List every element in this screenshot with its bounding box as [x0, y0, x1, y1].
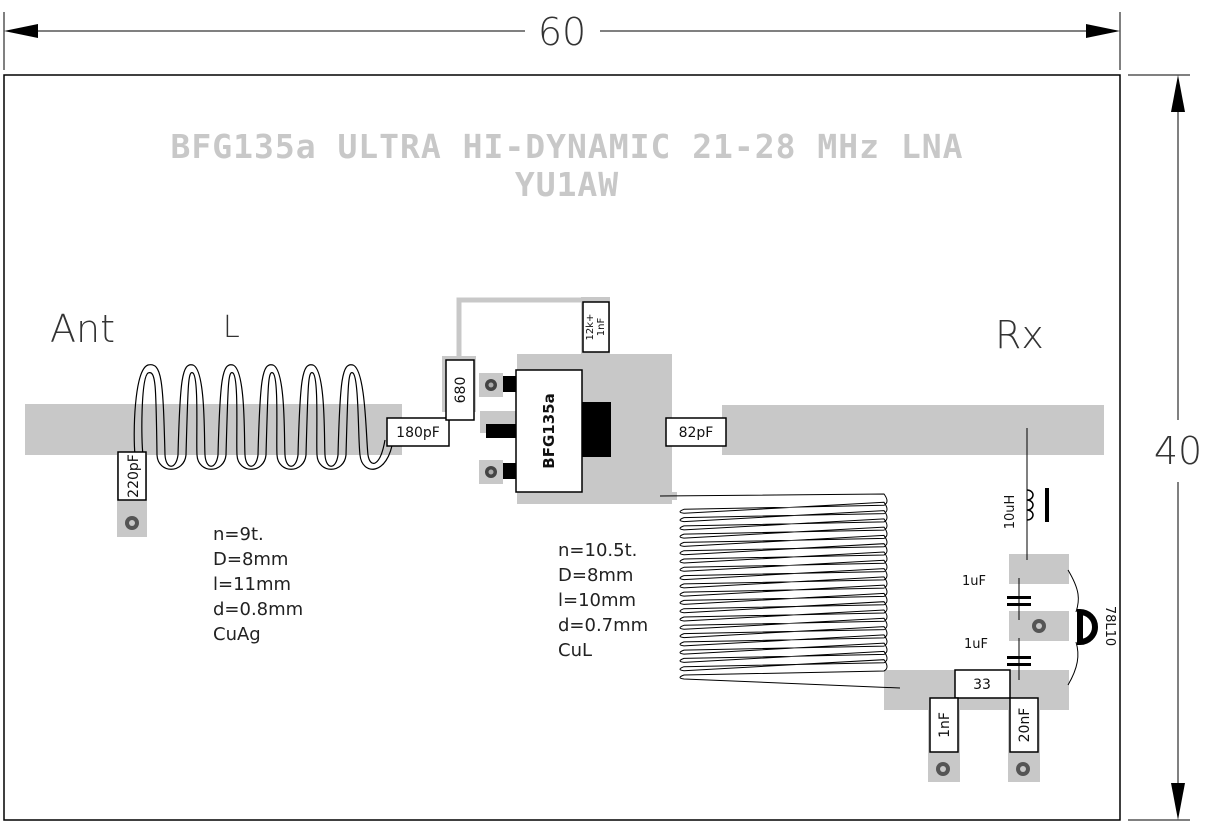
- svg-text:n=10.5t.: n=10.5t.: [558, 540, 637, 561]
- coil-right-notes: n=10.5t. D=8mm l=10mm d=0.7mm CuL: [558, 540, 648, 661]
- regulator-78l10: 78L10: [1067, 569, 1117, 686]
- svg-text:1uF: 1uF: [964, 637, 988, 652]
- output-coil: [659, 493, 901, 689]
- svg-text:33: 33: [973, 677, 991, 693]
- inductor-label: L: [223, 310, 240, 345]
- reg-pad-in: [1009, 554, 1069, 584]
- feedback-trace: [456, 297, 585, 360]
- capacitor-1nf: 1nF: [929, 697, 959, 753]
- resistor-680: 680: [445, 359, 475, 421]
- svg-text:BFG135a: BFG135a: [540, 393, 558, 468]
- svg-text:n=9t.: n=9t.: [213, 524, 264, 545]
- title-line2: YU1AW: [515, 165, 619, 204]
- inductor-10uh: 10uH: [1003, 428, 1049, 560]
- capacitor-82pf: 82pF: [665, 417, 727, 447]
- svg-text:d=0.8mm: d=0.8mm: [213, 599, 303, 620]
- svg-text:220pF: 220pF: [126, 454, 142, 498]
- height-dimension: 40: [1128, 74, 1202, 821]
- width-dimension: 60: [3, 10, 1121, 70]
- width-value: 60: [538, 10, 586, 54]
- coil-left-notes: n=9t. D=8mm l=11mm d=0.8mm CuAg: [213, 524, 303, 645]
- svg-text:82pF: 82pF: [679, 425, 714, 441]
- svg-text:CuL: CuL: [558, 640, 592, 661]
- svg-text:l=11mm: l=11mm: [213, 574, 291, 595]
- receiver-label: Rx: [995, 313, 1044, 357]
- resistor-33: 33: [954, 669, 1011, 699]
- svg-text:12k+: 12k+: [585, 314, 596, 341]
- svg-text:D=8mm: D=8mm: [213, 549, 288, 570]
- svg-text:78L10: 78L10: [1102, 606, 1117, 646]
- svg-text:20nF: 20nF: [1017, 708, 1033, 743]
- rc-12k-1nf: 12k+ 1nF: [582, 301, 610, 353]
- capacitor-180pf: 180pF: [386, 417, 450, 447]
- svg-text:10uH: 10uH: [1003, 495, 1018, 530]
- antenna-label: Ant: [50, 307, 115, 351]
- svg-text:l=10mm: l=10mm: [558, 590, 636, 611]
- transistor-bfg135a: BFG135a: [486, 369, 611, 493]
- svg-text:180pF: 180pF: [396, 425, 440, 441]
- capacitor-1uf-top: 1uF: [962, 574, 1031, 620]
- title-line1: BFG135a ULTRA HI-DYNAMIC 21-28 MHz LNA: [171, 127, 964, 166]
- capacitor-20nf: 20nF: [1009, 697, 1039, 753]
- svg-text:1nF: 1nF: [937, 712, 953, 738]
- svg-text:D=8mm: D=8mm: [558, 565, 633, 586]
- svg-text:1uF: 1uF: [962, 574, 986, 589]
- svg-text:1nF: 1nF: [596, 318, 607, 337]
- capacitor-1uf-bottom: 1uF: [964, 637, 1031, 680]
- output-trace: [722, 405, 1104, 455]
- svg-text:CuAg: CuAg: [213, 624, 261, 645]
- input-coil: [133, 364, 394, 470]
- svg-text:d=0.7mm: d=0.7mm: [558, 615, 648, 636]
- mounting-holes: [125, 379, 1046, 776]
- input-trace: [25, 404, 402, 455]
- height-value: 40: [1154, 429, 1202, 473]
- capacitor-220pf: 220pF: [117, 451, 147, 501]
- svg-text:680: 680: [453, 377, 469, 404]
